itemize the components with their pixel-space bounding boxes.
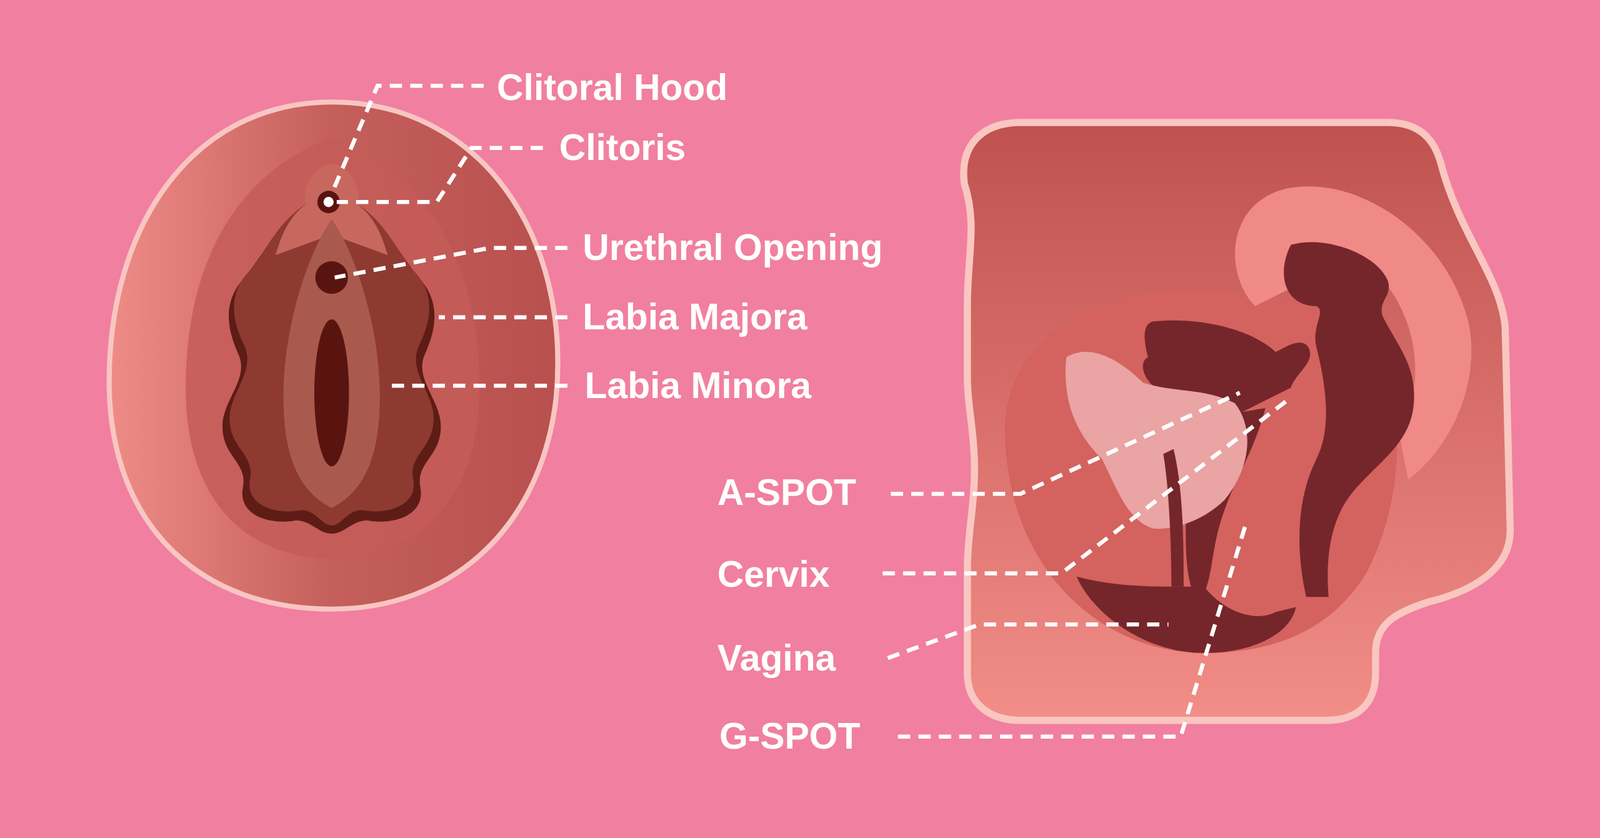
label-holder: Labia Minora	[585, 364, 812, 408]
part-label: Cervix	[717, 553, 830, 597]
label-holder: G-SPOT	[719, 715, 860, 759]
label-holder: A-SPOT	[717, 471, 857, 515]
part-label: Labia Majora	[582, 295, 807, 339]
part-label: Clitoris	[559, 126, 686, 170]
part-label: Clitoral Hood	[496, 66, 728, 110]
label-holder: Clitoris	[559, 126, 686, 170]
label-holder: Labia Majora	[582, 295, 807, 339]
label-holder: Clitoral Hood	[496, 66, 728, 110]
label-holder: Urethral Opening	[582, 226, 883, 270]
part-label: A-SPOT	[717, 471, 857, 515]
part-label: Urethral Opening	[582, 226, 883, 270]
label-holder: Cervix	[717, 553, 830, 597]
label-holder: Vagina	[717, 636, 836, 680]
part-label: G-SPOT	[719, 715, 860, 759]
leader-lines	[331, 85, 1289, 737]
part-label: Vagina	[717, 636, 836, 680]
part-label: Labia Minora	[585, 364, 812, 408]
